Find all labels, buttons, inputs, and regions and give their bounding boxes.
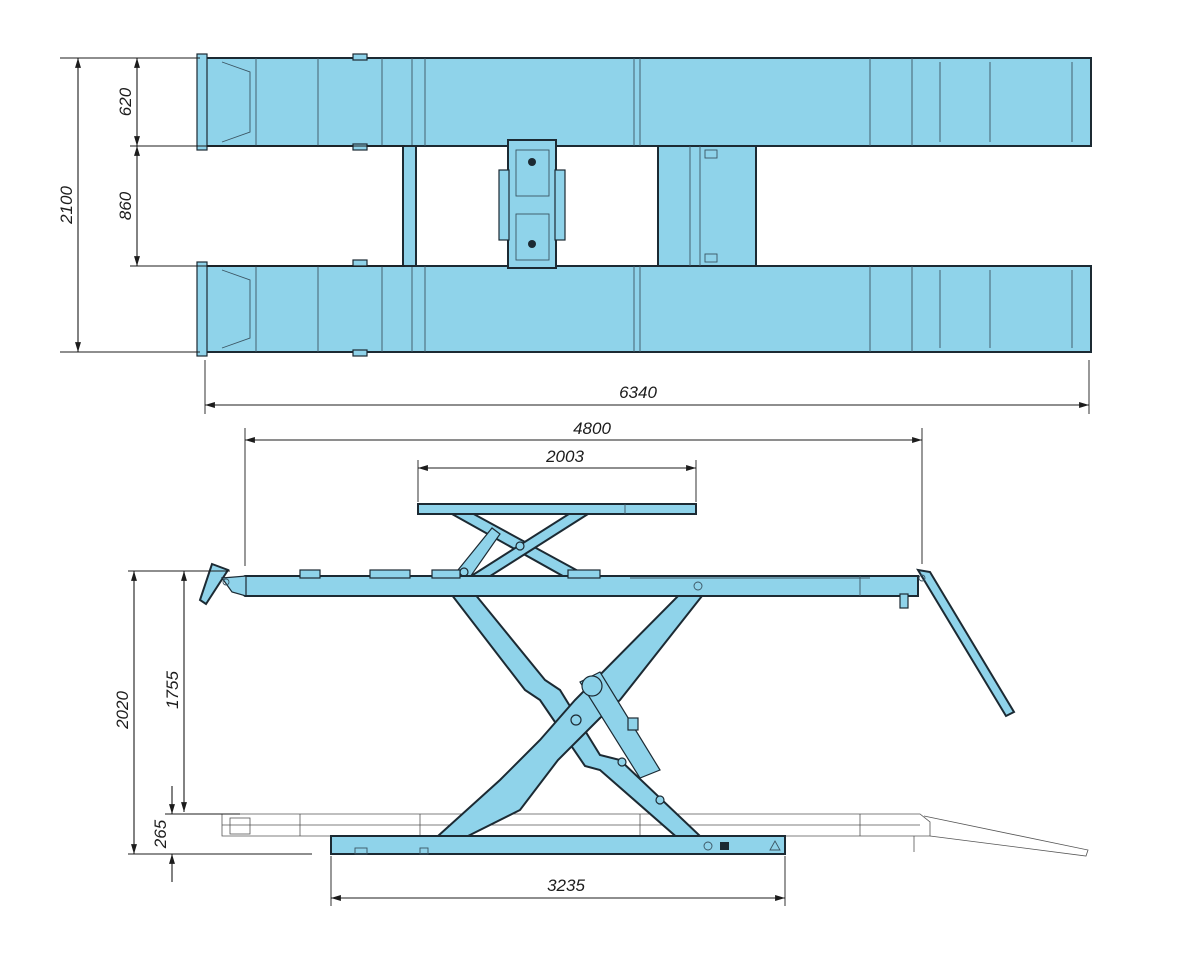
top-view: 2100 620 860 6340	[57, 53, 1092, 414]
dim-side-secondary-platform: 2003	[417, 447, 697, 502]
dim-top-width-overall: 2100	[57, 57, 200, 353]
dim-label-265: 265	[151, 819, 170, 849]
dim-label-2100: 2100	[57, 186, 76, 225]
dim-top-runway-width: 620	[116, 58, 405, 147]
side-view: 4800 2003 2020 1755 265	[113, 419, 1089, 906]
dim-side-extended-length: 4800	[244, 419, 923, 566]
top-runway-lower	[196, 259, 1092, 357]
dim-label-3235: 3235	[547, 876, 585, 895]
dim-side-max-height: 2020	[113, 570, 312, 855]
dim-side-base-length: 3235	[330, 856, 786, 906]
dim-label-620: 620	[116, 87, 135, 116]
side-secondary-platform	[417, 503, 697, 515]
dim-label-1755: 1755	[163, 671, 182, 709]
dim-label-2020: 2020	[113, 691, 132, 730]
dim-label-2003: 2003	[545, 447, 584, 466]
side-lowered-outline	[221, 813, 1089, 857]
dim-label-860: 860	[116, 191, 135, 220]
dim-side-min-height: 265	[151, 786, 175, 882]
top-runway-upper	[196, 53, 1092, 151]
dim-top-length: 6340	[204, 360, 1090, 414]
dim-side-platform-height: 1755	[163, 571, 240, 815]
side-main-platform	[198, 562, 1016, 718]
side-base-frame	[330, 835, 786, 855]
side-main-scissor	[435, 586, 704, 842]
dim-label-6340: 6340	[619, 383, 657, 402]
top-jack-plate	[498, 139, 566, 269]
dim-top-gap-width: 860	[116, 146, 405, 267]
top-crossbar	[402, 145, 417, 267]
dim-label-4800: 4800	[573, 419, 611, 438]
top-secondary-platform	[657, 145, 757, 267]
